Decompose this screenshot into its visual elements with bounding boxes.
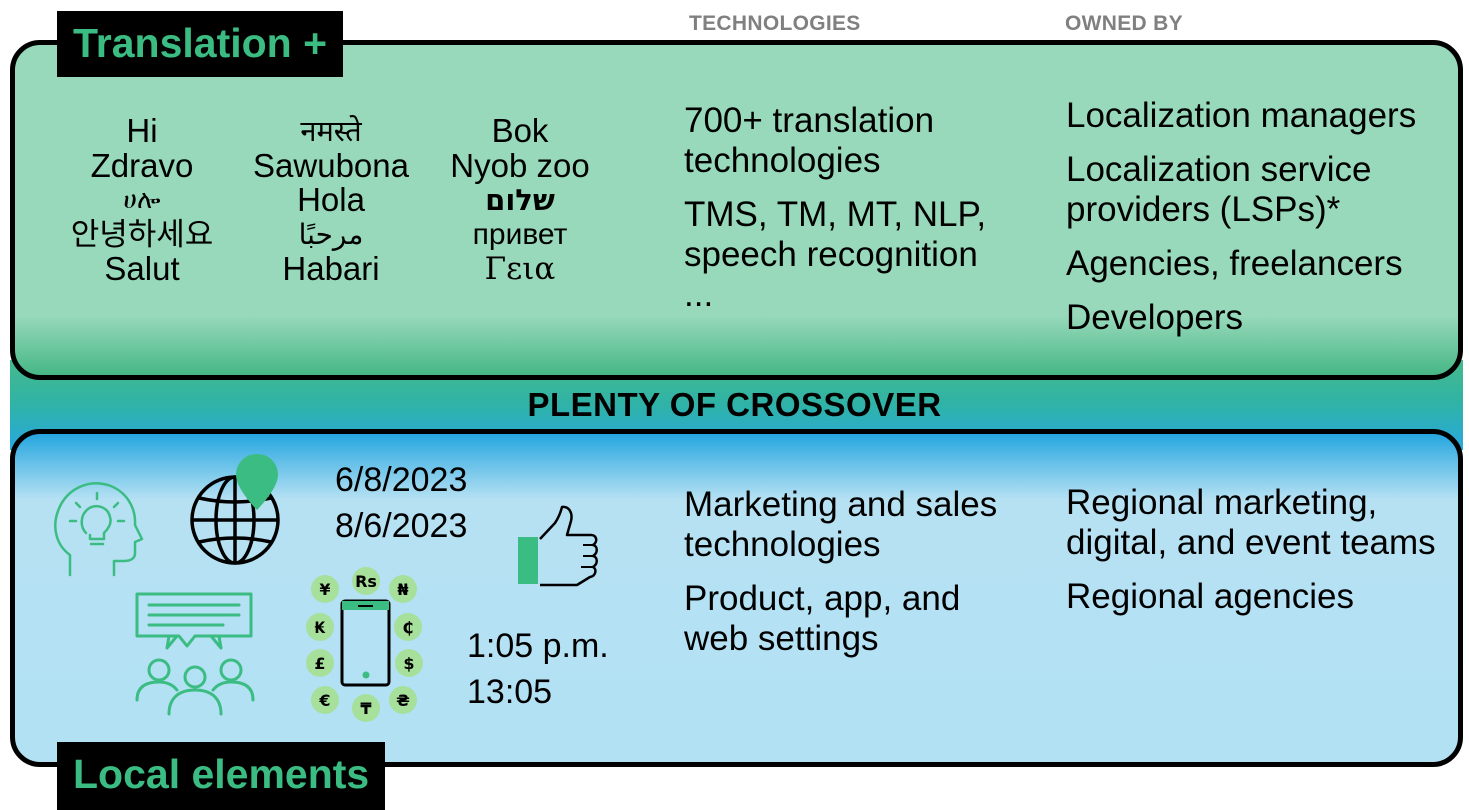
- currency-coin: ₵: [394, 613, 422, 641]
- chat-group-icon: [135, 592, 255, 716]
- currency-coin: ¥: [311, 575, 339, 603]
- translation-panel: [10, 40, 1463, 380]
- technology-item: Product, app, and web settings: [684, 579, 961, 658]
- thumbs-up-icon: [518, 505, 598, 587]
- greeting: Hi: [126, 112, 158, 149]
- currency-coin: ₴: [389, 686, 417, 714]
- translation-technologies: 700+ translation technologies TMS, TM, M…: [684, 101, 1014, 315]
- owner-item: Regional marketing, digital, and event t…: [1066, 483, 1436, 562]
- time-value: 13:05: [467, 673, 553, 711]
- greeting: 안녕하세요: [70, 216, 214, 253]
- translation-title: Translation +: [57, 11, 344, 77]
- owner-item: Agencies, freelancers: [1066, 244, 1403, 283]
- technology-item: Marketing and sales technologies: [684, 485, 998, 564]
- crossover-label: PLENTY OF CROSSOVER: [527, 386, 942, 423]
- local-owners: Regional marketing, digital, and event t…: [1066, 483, 1441, 617]
- date-formats: 6/8/2023 8/6/2023: [335, 457, 467, 549]
- currency-symbol: ₭: [314, 618, 326, 637]
- greeting: Nyob zoo: [450, 146, 590, 184]
- currency-symbol: ₦: [397, 580, 408, 599]
- greeting: Sawubona: [253, 146, 409, 184]
- technology-item: TMS, TM, MT, NLP, speech recognition ...: [684, 195, 987, 314]
- owner-item: Localization service providers (LSPs)*: [1066, 150, 1372, 229]
- currency-symbol: $: [403, 654, 414, 673]
- greeting: Γεια: [484, 251, 556, 288]
- currency-coin: Rs: [352, 567, 380, 595]
- currency-symbol: €: [318, 691, 330, 710]
- currency-coin: €: [311, 686, 339, 714]
- technologies-header: TECHNOLOGIES: [689, 12, 861, 35]
- currency-ring: Rs ₦ ₵ $ ₴ ₸ € £ ₭ ¥: [306, 567, 423, 722]
- translation-owners: Localization managers Localization servi…: [1066, 96, 1461, 338]
- greeting: नमस्ते: [300, 114, 362, 148]
- greeting: ሀሎ: [123, 185, 161, 216]
- currency-symbol: ₴: [396, 691, 410, 710]
- currency-symbol: Rs: [355, 572, 377, 591]
- currency-coin: ₭: [306, 613, 334, 641]
- local-elements-title: Local elements: [57, 742, 386, 810]
- greeting: Bok: [491, 112, 549, 149]
- currency-symbol: £: [314, 654, 325, 673]
- phone-currency-icon: Rs ₦ ₵ $ ₴ ₸ € £ ₭ ¥: [306, 567, 423, 722]
- greetings-column-2: नमस्ते Sawubona Hola مرحبًا Habari: [231, 114, 431, 287]
- currency-coin: ₦: [389, 575, 417, 603]
- currency-coin: $: [395, 649, 423, 677]
- greeting: Habari: [282, 250, 380, 288]
- greetings-column-3: Bok Nyob zoo שלום привет Γεια: [420, 112, 620, 288]
- currency-symbol: ¥: [319, 580, 330, 599]
- greeting: مرحبًا: [298, 217, 364, 251]
- time-value: 1:05 p.m.: [467, 627, 609, 665]
- globe-location-icon: [190, 454, 280, 565]
- time-formats: 1:05 p.m. 13:05: [467, 623, 609, 715]
- currency-coin: £: [306, 649, 334, 677]
- greetings-column-1: Hi Zdravo ሀሎ 안녕하세요 Salut: [42, 112, 242, 288]
- greeting: Zdravo: [90, 146, 194, 184]
- greeting: Salut: [104, 250, 180, 288]
- greeting: привет: [472, 217, 568, 251]
- technology-item: 700+ translation technologies: [684, 101, 935, 180]
- greeting: שלום: [485, 183, 555, 218]
- date-value: 6/8/2023: [335, 461, 468, 499]
- greeting: Hola: [297, 181, 365, 219]
- local-technologies: Marketing and sales technologies Product…: [684, 485, 1024, 659]
- owner-item: Localization managers: [1066, 96, 1417, 135]
- date-value: 8/6/2023: [335, 507, 468, 545]
- currency-coin: ₸: [352, 694, 380, 722]
- owner-item: Developers: [1066, 298, 1244, 337]
- lightbulb-head-icon: [54, 482, 144, 577]
- currency-symbol: ₸: [360, 699, 371, 718]
- owner-item: Regional agencies: [1066, 577, 1354, 616]
- currency-symbol: ₵: [402, 618, 413, 637]
- owned-by-header: OWNED BY: [1065, 12, 1183, 35]
